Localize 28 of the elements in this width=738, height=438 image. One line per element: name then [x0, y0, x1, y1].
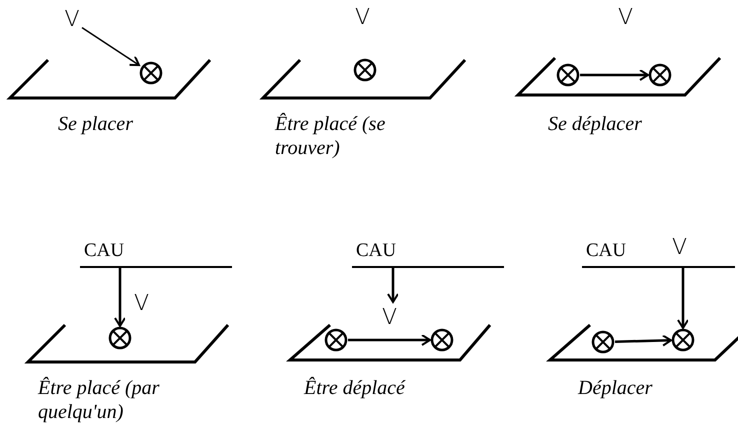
arrow [348, 334, 431, 346]
crossed-circle-symbol [556, 63, 580, 87]
v-label: V [134, 292, 150, 316]
arrow [677, 268, 689, 329]
arrow [387, 268, 399, 303]
v-label: V [618, 6, 634, 30]
crossed-circle-symbol [139, 61, 163, 85]
crossed-circle-symbol [591, 330, 615, 354]
crossed-circle-symbol [353, 58, 377, 82]
crossed-circle-symbol [648, 63, 672, 87]
caption: Se placer [58, 112, 133, 136]
crossed-circle-symbol [671, 328, 695, 352]
caption: Être placé (par quelqu'un) [38, 376, 160, 424]
arrow [114, 268, 126, 327]
caption: Se déplacer [548, 112, 642, 136]
caption: Déplacer [578, 376, 652, 400]
caption: Être placé (se trouver) [275, 112, 386, 160]
v-label: V [62, 8, 82, 34]
arrow [614, 334, 672, 346]
crossed-circle-symbol [430, 328, 454, 352]
arrow [82, 26, 140, 66]
agent-label-bar: CAU [80, 240, 232, 268]
crossed-circle-symbol [324, 328, 348, 352]
caption: Être déplacé [304, 376, 405, 400]
crossed-circle-symbol [108, 326, 132, 350]
v-label: V [355, 6, 370, 30]
arrow [580, 69, 649, 81]
agent-label-bar: CAU [352, 240, 504, 268]
